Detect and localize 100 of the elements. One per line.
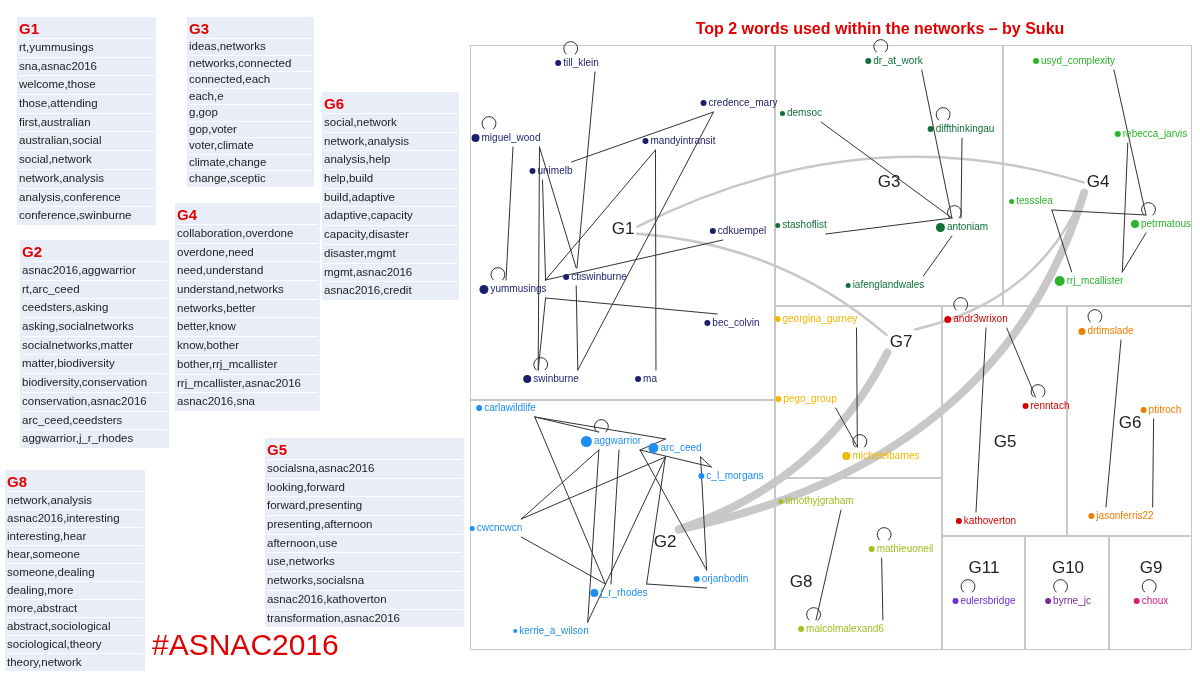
word-pair: those,attending	[19, 94, 154, 113]
group-label: G8	[789, 572, 813, 590]
user-node: andr3wrixon	[944, 313, 1008, 325]
table-heading: G1	[19, 19, 40, 38]
word-pair: asnac2016,aggwarrior	[22, 261, 167, 280]
group-label: G9	[1139, 558, 1163, 576]
self-loop	[1141, 579, 1157, 593]
word-pair: more,abstract	[7, 599, 143, 617]
edge-line	[921, 69, 953, 219]
user-node: bec_colvin	[704, 317, 760, 329]
user-node: cdkuempel	[709, 225, 767, 237]
word-pair: someone,dealing	[7, 563, 143, 581]
edge-line	[825, 217, 953, 235]
word-pair: social,network	[19, 150, 154, 169]
word-pair: looking,forward	[267, 477, 462, 497]
self-loop	[1141, 202, 1156, 216]
word-pair: sociological,theory	[7, 635, 143, 653]
edge-line	[835, 407, 858, 448]
user-node: dr_at_work	[865, 55, 923, 67]
word-pair: understand,networks	[177, 280, 318, 299]
user-node: ma	[635, 373, 657, 385]
edge-line	[505, 146, 514, 281]
self-loop	[1030, 384, 1046, 398]
group-label: G2	[653, 532, 677, 550]
user-node: aggwarrior	[580, 435, 642, 447]
user-node: malcolmalexand6	[798, 623, 884, 635]
word-pair: first,australian	[19, 112, 154, 132]
word-pair: aggwarrior,j_r_rhodes	[22, 429, 167, 448]
word-pair: analysis,help	[324, 150, 457, 170]
word-pair: climate,change	[189, 153, 312, 170]
edge-line	[639, 449, 712, 468]
group-box	[942, 536, 1025, 650]
group-box	[470, 400, 775, 650]
user-node: orjanbodin	[693, 573, 749, 585]
user-node: mathieuoneil	[868, 543, 934, 555]
word-pair: rrj_mcallister,asnac2016	[177, 373, 318, 393]
self-loop	[1053, 579, 1069, 593]
edge-line	[1105, 339, 1122, 508]
word-pair: overdone,need	[177, 242, 318, 262]
word-pair: abstract,sociological	[7, 617, 143, 635]
user-node: ctiswinburne	[563, 271, 627, 283]
edge-line	[520, 536, 606, 585]
word-pair: sna,asnac2016	[19, 56, 154, 76]
user-node: choux	[1133, 595, 1169, 607]
user-node: carlawildlife	[476, 402, 536, 414]
user-node: till_klein	[555, 57, 599, 69]
group-label: G11	[968, 558, 1000, 576]
edge-line	[577, 111, 715, 371]
edge-line	[639, 438, 666, 451]
user-node: drtimslade	[1078, 325, 1134, 337]
self-loop	[953, 297, 969, 311]
edge-line	[639, 449, 708, 571]
edge-line	[542, 179, 547, 281]
word-pair: change,sceptic	[189, 170, 312, 187]
word-pair: asnac2016,sna	[177, 392, 318, 411]
user-node: ptitroch	[1140, 404, 1182, 416]
self-loop	[946, 205, 962, 219]
edge-line	[960, 137, 963, 219]
word-pair: help,build	[324, 169, 457, 188]
user-node: renntach	[1022, 400, 1070, 412]
group-label: G10	[1051, 558, 1085, 576]
word-pair: transformation,asnac2016	[267, 608, 462, 628]
user-node: timothyjgraham	[778, 495, 854, 507]
edge-line	[1152, 418, 1155, 508]
table-heading: G6	[324, 94, 345, 113]
group-box	[942, 306, 1067, 536]
user-node: antoniam	[935, 221, 989, 233]
self-loop	[852, 434, 868, 448]
word-pair: asnac2016,credit	[324, 281, 457, 300]
user-node: cwcncwcn	[469, 522, 523, 534]
edge-line	[534, 416, 606, 585]
user-node: michelelbarnes	[842, 450, 920, 462]
edge-line	[975, 327, 987, 513]
user-node: diffthinkingau	[927, 123, 995, 135]
edge-line	[815, 509, 842, 621]
edge-line	[1006, 327, 1037, 398]
user-node: j_r_rhodes	[590, 587, 648, 599]
edge-line	[545, 297, 718, 315]
edge-line	[587, 456, 666, 623]
group-link	[636, 232, 888, 337]
edge-line	[881, 557, 884, 621]
edge-line	[545, 149, 656, 281]
table-heading: G5	[267, 440, 288, 459]
group-link	[674, 348, 892, 534]
group-label: G1	[611, 219, 635, 237]
user-node: petrmatous	[1131, 218, 1191, 230]
edge-line	[646, 583, 708, 589]
user-node: byrne_jc	[1045, 595, 1091, 607]
group-box	[1003, 45, 1192, 306]
edge-line	[610, 449, 620, 585]
user-node: kathoverton	[955, 515, 1017, 527]
word-pair: matter,biodiversity	[22, 354, 167, 374]
word-pair: connected,each	[189, 71, 312, 88]
word-pair: australian,social	[19, 131, 154, 151]
group-label: G3	[877, 172, 901, 190]
word-pair: hear,someone	[7, 545, 143, 563]
user-node: rrj_mcallister	[1054, 275, 1124, 287]
word-pair: asking,socialnetworks	[22, 317, 167, 336]
edge-line	[520, 449, 600, 520]
edge-line	[922, 235, 953, 277]
